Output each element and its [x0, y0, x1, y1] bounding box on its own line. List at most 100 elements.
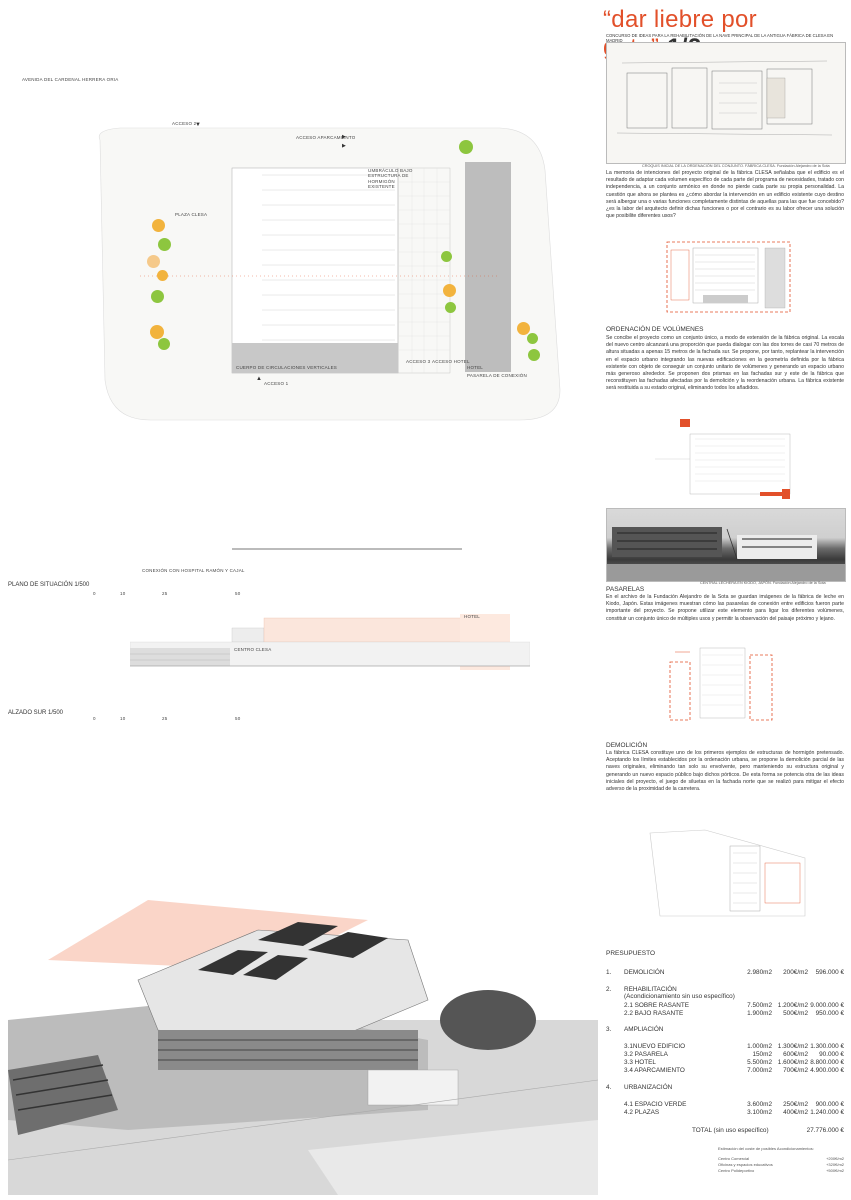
- budget-row: 1. DEMOLICIÓN 2.980m2 200€/m2 596.000 €: [606, 969, 846, 978]
- row-total: 900.000 €: [815, 1101, 844, 1108]
- elevation-title: ALZADO SUR 1/500: [8, 710, 64, 716]
- arrow-aparcamiento-icon-2: ▶: [342, 143, 346, 149]
- volumes-paragraph: Se concibe el proyecto como un conjunto …: [606, 335, 844, 392]
- volumes-heading: ORDENACIÓN DE VOLÚMENES: [606, 326, 704, 333]
- row-area: 2.980m2: [747, 969, 772, 976]
- budget-row: 3.2 PASARELA 150m2 600€/m2 90.000 €: [606, 1051, 846, 1060]
- scale-50: 50: [235, 591, 241, 596]
- poster-subtitle: CONCURSO DE IDEAS PARA LA REHABILITACIÓN…: [606, 33, 834, 43]
- tree-icon: [441, 251, 452, 262]
- row-price: 600€/m2: [783, 1051, 808, 1058]
- row-total: 1.300.000 €: [810, 1043, 844, 1050]
- tree-icon: [459, 140, 473, 154]
- demolition-paragraph: La fábrica CLESA constituye uno de los p…: [606, 750, 844, 792]
- row-label: DEMOLICIÓN: [624, 969, 665, 976]
- extra-row: Oficinas y espacios educativos +320€/m2: [718, 1162, 846, 1168]
- row-number: 3.: [606, 1026, 612, 1033]
- tree-icon: [158, 238, 171, 251]
- row-price: 400€/m2: [783, 1109, 808, 1116]
- extra-label: Oficinas y espacios educativos: [718, 1162, 773, 1167]
- row-area: 7.500m2: [747, 1002, 772, 1009]
- elev-scale-0: 0: [93, 716, 96, 721]
- row-total: 1.240.000 €: [810, 1109, 844, 1116]
- row-area: 1.000m2: [747, 1043, 772, 1050]
- row-label: 3.1NUEVO EDIFICIO: [624, 1043, 686, 1050]
- row-area: 3.100m2: [747, 1109, 772, 1116]
- elev-scale-25: 25: [162, 716, 168, 721]
- budget-row: 4.1 ESPACIO VERDE 3.600m2 250€/m2 900.00…: [606, 1101, 846, 1110]
- row-total: 596.000 €: [815, 969, 844, 976]
- initial-sketch: [606, 42, 846, 164]
- row-label: URBANIZACIÓN: [624, 1084, 673, 1091]
- row-label: REHABILITACIÓN: [624, 986, 677, 993]
- walkways-heading: PASARELAS: [606, 586, 645, 593]
- label-hotel: HOTEL: [467, 365, 484, 370]
- arrow-aparcamiento-icon: ▶: [342, 134, 346, 140]
- tree-icon: [443, 284, 456, 297]
- row-label: 4.2 PLAZAS: [624, 1109, 660, 1116]
- row-price: 250€/m2: [783, 1101, 808, 1108]
- extra-label: Centro Polideportivo: [718, 1168, 755, 1173]
- budget-heading: PRESUPUESTO: [606, 950, 656, 957]
- elevation-label-centro: CENTRO CLESA: [234, 647, 272, 652]
- label-core: CUERPO DE CIRCULACIONES VERTICALES: [236, 365, 337, 370]
- row-area: 7.000m2: [747, 1067, 772, 1074]
- extra-row: Centro Comercial +200€/m2: [718, 1156, 846, 1162]
- row-number: 2.: [606, 986, 612, 993]
- scale-25: 25: [162, 591, 168, 596]
- budget-row: 4. URBANIZACIÓN: [606, 1084, 846, 1093]
- tree-icon: [527, 333, 538, 344]
- label-acceso-2: ACCESO 2: [172, 121, 197, 126]
- budget-row: 2. REHABILITACIÓN: [606, 986, 846, 995]
- row-area: 150m2: [752, 1051, 772, 1058]
- row-total: 9.000.000 €: [810, 1002, 844, 1009]
- elevation-label-hotel: HOTEL: [464, 614, 481, 619]
- walkways-paragraph: En el archivo de la Fundación Alejandro …: [606, 594, 844, 622]
- budget-row: 3.4 APARCAMIENTO 7.000m2 700€/m2 4.900.0…: [606, 1067, 846, 1076]
- label-hospital: CONEXIÓN CON HOSPITAL RAMÓN Y CAJAL: [142, 568, 245, 573]
- intro-paragraph: La memoria de intenciones del proyecto o…: [606, 170, 844, 220]
- volumes-diagram: [665, 240, 795, 315]
- tree-icon: [158, 338, 170, 350]
- row-price: 1.600€/m2: [777, 1059, 808, 1066]
- sketch-drawing: [616, 60, 833, 136]
- elev-scale-10: 10: [120, 716, 126, 721]
- budget-note: (Acondicionamiento sin uso específico): [606, 993, 846, 1002]
- aerial-photo: [8, 880, 598, 1195]
- row-price: 200€/m2: [783, 969, 808, 976]
- extra-label: Centro Comercial: [718, 1156, 750, 1161]
- total-value: 27.776.000 €: [806, 1127, 844, 1134]
- site-plan-drawing: [98, 127, 561, 550]
- budget-total: TOTAL (sin uso específico) 27.776.000 €: [606, 1127, 846, 1136]
- extra-price: +320€/m2: [826, 1162, 844, 1167]
- demolition-heading: DEMOLICIÓN: [606, 742, 648, 749]
- tree-icon: [445, 302, 456, 313]
- street-label: AVENIDA DEL CARDENAL HERRERA ORIA: [22, 77, 119, 82]
- arrow-acceso-2-icon: ▼: [195, 122, 201, 128]
- row-total: 90.000 €: [819, 1051, 844, 1058]
- row-area: 5.500m2: [747, 1059, 772, 1066]
- row-price: 1.300€/m2: [777, 1043, 808, 1050]
- budget-row: 4.2 PLAZAS 3.100m2 400€/m2 1.240.000 €: [606, 1109, 846, 1118]
- budget-row: 3.1NUEVO EDIFICIO 1.000m2 1.300€/m2 1.30…: [606, 1043, 846, 1052]
- row-label: AMPLIACIÓN: [624, 1026, 664, 1033]
- budget-footnote: Estimación del coste de posibles Acondic…: [718, 1146, 814, 1151]
- tree-icon: [151, 290, 164, 303]
- row-label: 3.3 HOTEL: [624, 1059, 656, 1066]
- demolition-diagram: [645, 828, 810, 920]
- row-area: 1.900m2: [747, 1010, 772, 1017]
- row-price: 700€/m2: [783, 1067, 808, 1074]
- extra-price: +500€/m2: [826, 1168, 844, 1173]
- site-plan-title: PLANO DE SITUACIÓN 1/500: [8, 582, 90, 588]
- row-label: 3.4 APARCAMIENTO: [624, 1067, 685, 1074]
- scale-0: 0: [93, 591, 96, 596]
- row-number: 4.: [606, 1084, 612, 1091]
- poster-title: “dar liebre por gato”1/2: [603, 6, 843, 61]
- row-number: 1.: [606, 969, 612, 976]
- south-elevation: [129, 610, 531, 680]
- walkways-diagram: [660, 640, 790, 725]
- tree-icon: [157, 270, 168, 281]
- row-label: 2.2 BAJO RASANTE: [624, 1010, 684, 1017]
- tree-icon: [517, 322, 530, 335]
- tree-icon: [152, 219, 165, 232]
